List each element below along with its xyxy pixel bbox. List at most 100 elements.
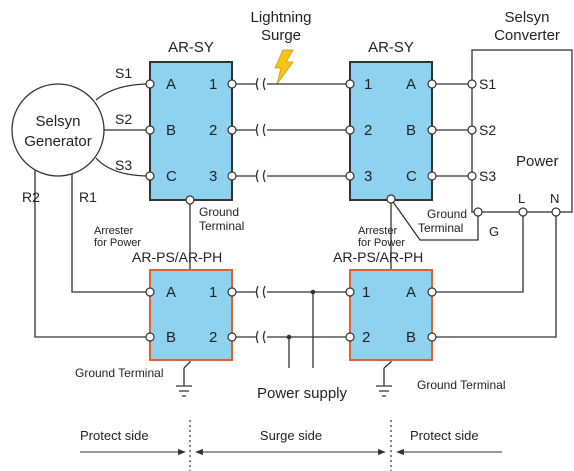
surge-line-1 <box>232 77 350 91</box>
label-r2: R2 <box>22 189 40 205</box>
terminal-ps-left-b <box>145 332 155 342</box>
ground-symbol-icon <box>176 368 192 397</box>
ar-sy-right-title: AR-SY <box>368 39 414 56</box>
terminal-ps-right-2 <box>345 332 355 342</box>
label-r1: R1 <box>79 189 97 205</box>
sy-left-label-1: 1 <box>209 76 217 93</box>
ps-left-ground-label: Ground Terminal <box>75 366 164 380</box>
ps-right-label-a: A <box>406 284 416 301</box>
sy-right-label-3: 3 <box>364 168 372 185</box>
ps-left-label-2: 2 <box>209 329 217 346</box>
terminal-sy-right-b <box>427 125 437 135</box>
ps-left-label-b: B <box>166 329 176 346</box>
sy-left-ground-label-1: Ground <box>199 205 239 219</box>
label-s1: S1 <box>115 65 132 81</box>
terminal-sy-left-1 <box>227 79 237 89</box>
ground-wire-right-sy <box>390 198 479 241</box>
terminal-sy-left-c <box>145 171 155 181</box>
label-s2: S2 <box>115 111 132 127</box>
power-line-2 <box>232 330 350 344</box>
terminal-conv-s2 <box>467 125 477 135</box>
ar-sy-right: AR-SY 1 2 3 A B C <box>345 39 437 204</box>
ps-left-label-1: 1 <box>209 284 217 301</box>
terminal-sy-left-a <box>145 79 155 89</box>
ps-right-ground-label: Ground Terminal <box>417 378 506 392</box>
terminal-conv-g <box>473 207 483 217</box>
sy-right-ground-label-1: Ground <box>427 207 467 221</box>
sy-left-label-3: 3 <box>209 168 217 185</box>
terminal-sy-left-3 <box>227 171 237 181</box>
power-supply-label: Power supply <box>257 385 348 402</box>
ar-ps-left: A B 1 2 <box>145 269 237 361</box>
terminal-conv-s3 <box>467 171 477 181</box>
surge-label: Surge <box>261 27 301 44</box>
sy-right-label-2: 2 <box>364 122 372 139</box>
ar-sy-left: AR-SY A B C 1 2 3 <box>145 39 237 205</box>
ps-left-caption-1: Arrester <box>94 225 133 237</box>
power-line-1 <box>232 285 350 299</box>
lightning-bolt-icon <box>274 49 294 85</box>
wire-s3 <box>95 157 151 177</box>
sy-right-label-c: C <box>406 168 417 185</box>
surge-line-2 <box>232 123 350 137</box>
terminal-ps-right-1 <box>345 287 355 297</box>
ps-left-title: AR-PS/AR-PH <box>132 249 222 265</box>
terminal-sy-right-1 <box>345 79 355 89</box>
terminal-conv-n <box>551 207 561 217</box>
terminal-sy-right-a <box>427 79 437 89</box>
terminal-sy-right-c <box>427 171 437 181</box>
label-s3: S3 <box>115 157 132 173</box>
sy-left-label-c: C <box>166 168 177 185</box>
generator-label-1: Selsyn <box>35 113 80 130</box>
sy-left-label-2: 2 <box>209 122 217 139</box>
wire-s1 <box>95 83 151 101</box>
sy-left-ground-label-2: Terminal <box>199 219 244 233</box>
surge-line-3 <box>232 169 350 183</box>
ar-ps-right: 1 2 A B <box>345 269 437 361</box>
sy-right-label-1: 1 <box>364 76 372 93</box>
ps-right-caption-1: Arrester <box>358 225 397 237</box>
conv-label-s2: S2 <box>479 122 496 138</box>
sy-right-label-b: B <box>406 122 416 139</box>
conv-power-label: Power <box>516 153 559 170</box>
terminal-ps-right-a <box>427 287 437 297</box>
ar-sy-left-title: AR-SY <box>168 39 214 56</box>
wire-r2 <box>34 162 150 338</box>
ps-right-caption-2: for Power <box>358 237 405 249</box>
converter-label-1: Selsyn <box>504 9 549 26</box>
sy-left-label-a: A <box>166 76 176 93</box>
terminal-ps-left-a <box>145 287 155 297</box>
ground-symbol-icon <box>376 368 392 397</box>
protect-side-left-label: Protect side <box>80 428 149 443</box>
converter-label-2: Converter <box>494 27 560 44</box>
selsyn-converter: Selsyn Converter S1 S2 S3 Power L N <box>467 9 573 217</box>
lightning-label: Lightning <box>251 9 312 26</box>
conv-label-s1: S1 <box>479 76 496 92</box>
conv-label-g: G <box>489 224 499 239</box>
ps-left-caption-2: for Power <box>94 237 141 249</box>
terminal-sy-right-2 <box>345 125 355 135</box>
sy-right-label-a: A <box>406 76 416 93</box>
generator-label-2: Generator <box>24 133 92 150</box>
terminal-ps-left-2 <box>227 332 237 342</box>
ground-wire-right <box>383 199 392 369</box>
protect-side-right-label: Protect side <box>410 428 479 443</box>
terminal-ps-right-b <box>427 332 437 342</box>
wire-r1 <box>71 174 150 293</box>
sy-right-ground-label-2: Terminal <box>418 221 463 235</box>
ps-right-label-1: 1 <box>362 284 370 301</box>
wire-power-n <box>432 212 557 338</box>
wire-power-l <box>432 212 524 293</box>
terminal-sy-left-2 <box>227 125 237 135</box>
ground-wire-left <box>183 200 191 369</box>
terminal-conv-l <box>518 207 528 217</box>
conv-label-s3: S3 <box>479 168 496 184</box>
terminal-sy-right-3 <box>345 171 355 181</box>
terminal-sy-left-b <box>145 125 155 135</box>
ps-right-label-2: 2 <box>362 329 370 346</box>
surge-side-label: Surge side <box>260 428 322 443</box>
ps-right-title: AR-PS/AR-PH <box>333 249 423 265</box>
terminal-ps-left-1 <box>227 287 237 297</box>
ps-left-label-a: A <box>166 284 176 301</box>
